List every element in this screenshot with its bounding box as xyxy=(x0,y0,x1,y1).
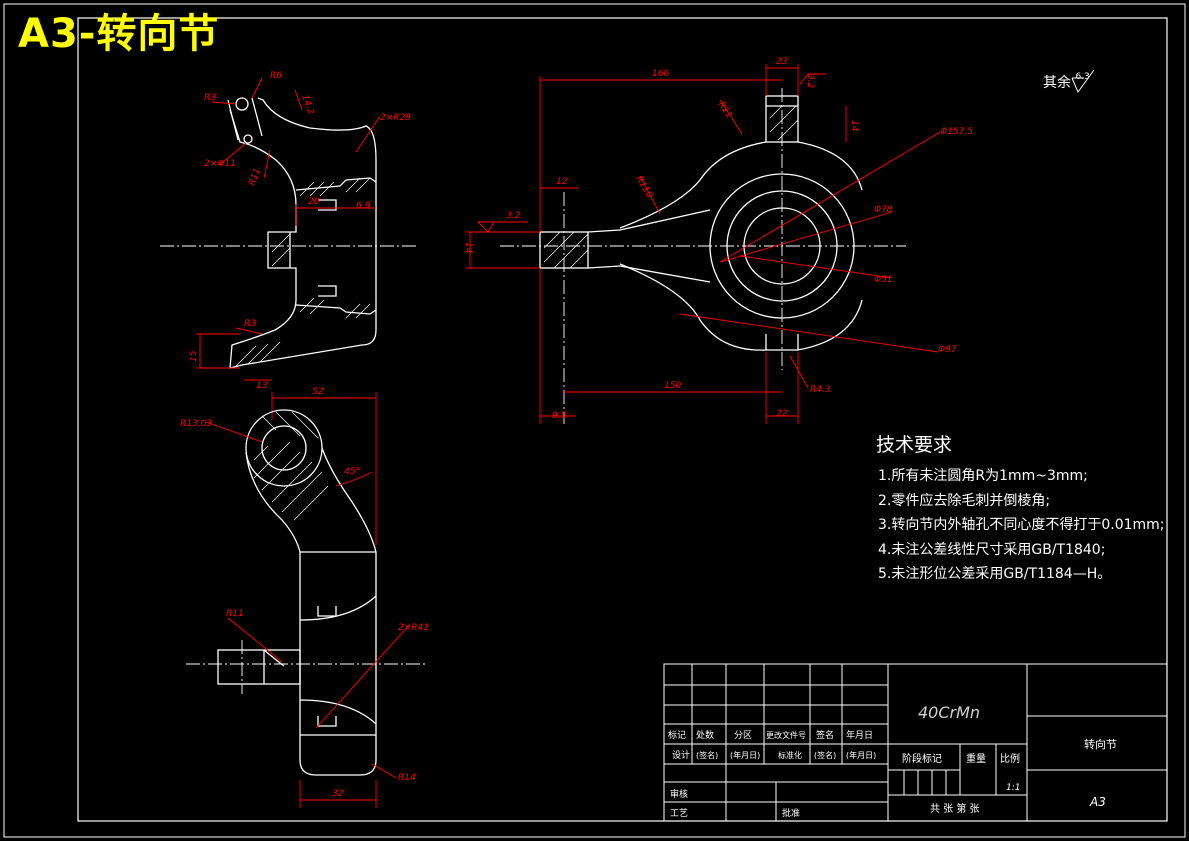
weight-label: 重量 xyxy=(966,752,986,765)
title-block-text: 标记 处数 分区 更改文件号 签名 年月日 设计 (签名) (年月日) 标准化 … xyxy=(668,703,1117,819)
dim-r3-a: R3 xyxy=(204,93,216,103)
dim-166: 166 xyxy=(652,69,669,79)
dim-3-2-b: 3.2 xyxy=(506,211,521,221)
left-bottom-dim-text: R13.03 45° R11 2×R41 R14 32 xyxy=(180,419,429,799)
requirements-list: 1.所有未注圆角R为1mm~3mm; 2.零件应去除毛刺并倒棱角; 3.转向节内… xyxy=(878,464,1165,587)
roughness-value: 6.3 xyxy=(1075,72,1090,82)
dim-9-5: 9.5 xyxy=(552,411,567,421)
sheet-title: A3-转向节 xyxy=(18,11,220,57)
dim-r11-a: R11 xyxy=(247,167,262,187)
design-sign: (签名) xyxy=(696,750,718,760)
hdr-change-doc: 更改文件号 xyxy=(766,730,806,740)
dim-r13-03: R13.03 xyxy=(180,419,212,429)
part-name: 转向节 xyxy=(1084,737,1117,751)
dim-15: 15 xyxy=(189,350,199,362)
standardize-label: 标准化 xyxy=(778,750,802,760)
sheet-size: A3 xyxy=(1089,795,1106,809)
dim-6-9: 6.9 xyxy=(356,201,371,211)
dim-13: 13 xyxy=(256,381,268,391)
right-dims xyxy=(466,64,941,424)
scale-label: 比例 xyxy=(1000,752,1020,765)
inner-frame xyxy=(77,17,1168,822)
dim-14-a: 14 xyxy=(849,120,859,132)
dim-phi51: Φ51 xyxy=(874,275,893,285)
design-label: 设计 xyxy=(672,749,690,761)
dim-150: 150 xyxy=(664,381,681,391)
dim-12-a: 12 xyxy=(556,177,568,187)
left-top-view xyxy=(160,97,418,369)
material-value: 40CrMn xyxy=(918,703,980,722)
std-date: (年月日) xyxy=(846,750,876,760)
hdr-date: 年月日 xyxy=(846,729,873,741)
requirement-item: 2.零件应去除毛刺并倒棱角; xyxy=(878,492,1051,509)
title-block-grid xyxy=(663,663,1168,822)
requirement-item: 4.未注公差线性尺寸采用GB/T1840; xyxy=(878,541,1106,558)
hdr-zone: 分区 xyxy=(734,730,752,741)
dim-phi78: Φ78 xyxy=(874,205,893,215)
requirement-item: 3.转向节内外轴孔不同心度不得打于0.01mm; xyxy=(878,517,1165,533)
dim-52: 52 xyxy=(312,387,324,397)
dim-r14: R14 xyxy=(398,773,416,783)
left-top-hatch xyxy=(235,177,371,367)
dim-r3-b: R3 xyxy=(244,319,256,329)
dim-2xphi11: 2×Φ11 xyxy=(204,159,236,169)
design-date: (年月日) xyxy=(730,750,760,760)
dim-23: 23 xyxy=(776,57,788,67)
roughness-symbol xyxy=(1071,69,1095,94)
dim-phi97: Φ97 xyxy=(938,345,957,355)
hdr-count: 处数 xyxy=(696,729,714,741)
left-bottom-hatch xyxy=(253,411,329,521)
dim-r4-3: R4.3 xyxy=(810,385,831,395)
dim-20: 20 xyxy=(308,197,320,207)
dim-14-2: 14.2 xyxy=(299,94,315,117)
right-centerlines xyxy=(500,88,906,424)
requirement-item: 5.未注形位公差采用GB/T1184—H。 xyxy=(878,566,1112,582)
approve-label: 批准 xyxy=(782,807,800,819)
sheets-label: 共 张 第 张 xyxy=(930,802,980,815)
scale-value: 1:1 xyxy=(1006,783,1020,793)
dim-r6: R6 xyxy=(270,71,282,81)
requirement-item: 1.所有未注圆角R为1mm~3mm; xyxy=(878,468,1088,484)
dim-14-b: 14 xyxy=(463,242,473,254)
left-bottom-dims xyxy=(205,421,411,808)
dim-2xr29: 2×R29 xyxy=(380,113,411,123)
hdr-sign: 签名 xyxy=(816,729,834,741)
requirements-title: 技术要求 xyxy=(876,434,953,456)
dim-r110: R110 xyxy=(633,175,654,201)
right-hatch xyxy=(543,105,799,269)
left-bottom-centerlines xyxy=(186,640,426,694)
dim-2xr41: 2×R41 xyxy=(398,623,429,633)
dim-r11-b: R11 xyxy=(226,609,244,619)
outer-border xyxy=(3,3,1186,838)
roughness-note: 其余 6.3 xyxy=(1043,72,1090,92)
dim-22: 22 xyxy=(776,409,788,419)
dim-32: 32 xyxy=(332,789,344,799)
left-top-dims xyxy=(196,77,381,545)
process-label: 工艺 xyxy=(670,808,688,819)
left-bottom-view xyxy=(217,409,377,776)
dim-45deg: 45° xyxy=(344,467,360,477)
std-sign: (签名) xyxy=(814,750,836,760)
roughness-label: 其余 xyxy=(1043,75,1071,91)
review-label: 审核 xyxy=(670,788,688,800)
hdr-mark: 标记 xyxy=(668,729,686,741)
stage-mark-label: 阶段标记 xyxy=(902,752,942,765)
right-main-view xyxy=(539,95,863,351)
dim-3-2-a: 3.2 xyxy=(805,74,815,89)
dim-phi157-5: Φ157.5 xyxy=(940,127,973,137)
